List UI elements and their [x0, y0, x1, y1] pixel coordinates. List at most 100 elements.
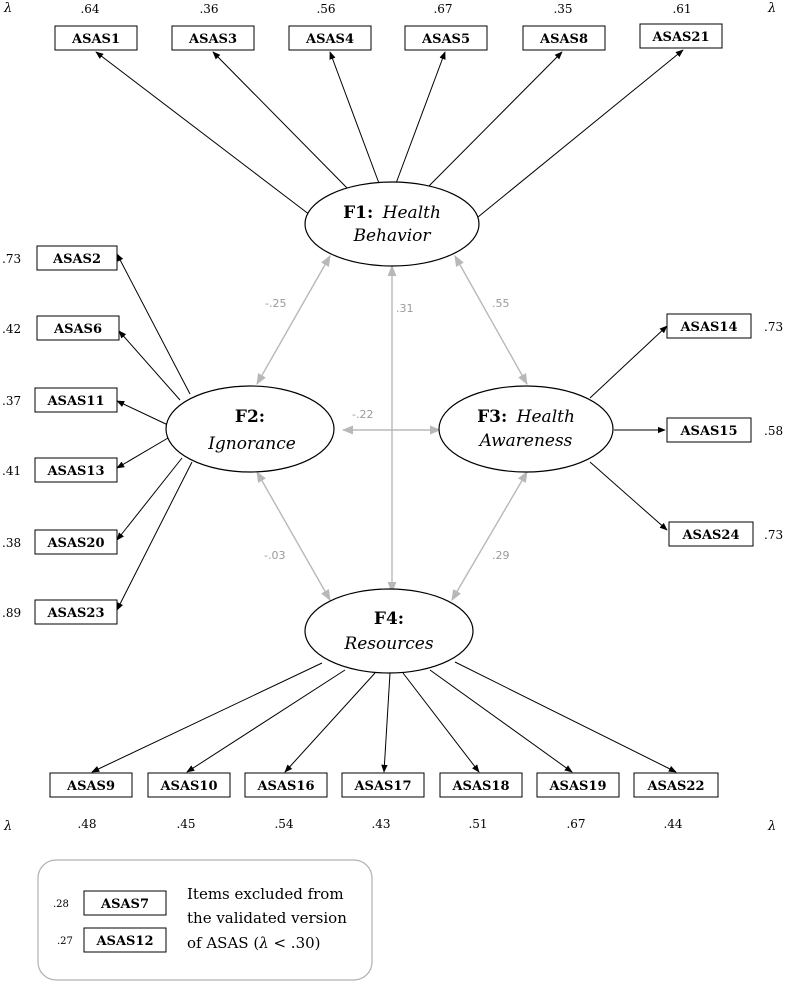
- f4-indicators: ASAS9 .48 ASAS10 .45 ASAS16 .54 ASAS17 .…: [49, 661, 719, 831]
- corr-line-f1-f2: [256, 255, 331, 385]
- item-label: ASAS18: [451, 779, 509, 794]
- svg-text:F1: Health: F1: Health: [343, 203, 441, 223]
- legend-text-line1: Items excluded from: [187, 885, 344, 903]
- f1-indicators: ASAS1 .64 ASAS3 .36 ASAS4 .56 ASAS5 .67 …: [54, 2, 723, 218]
- item-loading: .64: [80, 2, 99, 16]
- lambda-header-top-left: λ: [3, 1, 12, 16]
- f2-indicators: ASAS2 .73 ASAS6 .42 ASAS11 .37 ASAS13 .4…: [2, 245, 193, 625]
- item-box-asas10: ASAS10 .45: [147, 772, 231, 831]
- legend-item-loading: .27: [57, 936, 73, 947]
- item-box-asas22: ASAS22 .44: [633, 772, 719, 831]
- factor-f3-name-2: Awareness: [478, 431, 573, 451]
- item-loading: .44: [663, 817, 682, 831]
- factor-f4-name: Resources: [343, 634, 433, 654]
- legend-item-asas12: .27 ASAS12: [57, 927, 167, 953]
- factor-f1-name-2: Behavior: [352, 226, 431, 246]
- item-label: ASAS2: [52, 252, 101, 267]
- item-loading: .61: [672, 2, 691, 16]
- corr-f1-f2: -.25: [265, 297, 286, 310]
- item-box-asas2: ASAS2 .73: [2, 245, 118, 271]
- item-label: ASAS1: [71, 32, 120, 47]
- item-box-asas24: ASAS24 .73: [668, 521, 783, 547]
- item-loading: .36: [199, 2, 218, 16]
- item-box-asas5: ASAS5 .67: [404, 2, 488, 51]
- svg-text:of ASAS (λ < .30): of ASAS (λ < .30): [187, 934, 321, 952]
- item-loading: .54: [274, 817, 293, 831]
- item-label: ASAS17: [353, 779, 411, 794]
- item-label: ASAS21: [651, 30, 709, 45]
- item-label: ASAS5: [421, 32, 470, 47]
- svg-text:Behavior: Behavior: [352, 226, 431, 246]
- item-box-asas20: ASAS20 .38: [2, 529, 118, 555]
- item-loading: .73: [764, 320, 783, 334]
- legend-text-line3-post: < .30): [269, 934, 321, 952]
- item-label: ASAS4: [305, 32, 354, 47]
- item-loading: .67: [433, 2, 452, 16]
- svg-text:Awareness: Awareness: [478, 431, 573, 451]
- legend-item-asas7: .28 ASAS7: [53, 890, 167, 916]
- item-box-asas21: ASAS21 .61: [639, 2, 723, 49]
- factor-f4: F4: Resources: [304, 588, 474, 674]
- corr-f1-f3: .55: [492, 297, 510, 310]
- item-label: ASAS6: [53, 322, 102, 337]
- corr-line-f2-f4: [256, 471, 331, 601]
- item-label: ASAS8: [539, 32, 588, 47]
- factor-f2: F2: Ignorance: [165, 385, 335, 473]
- lambda-header-top-right: λ: [767, 1, 776, 16]
- factor-f3-number: F3:: [477, 407, 507, 427]
- item-box-asas3: ASAS3 .36: [171, 2, 255, 51]
- item-loading: .45: [176, 817, 195, 831]
- factor-f1: F1: Health Behavior: [304, 181, 480, 267]
- legend-text-line2: the validated version: [187, 909, 347, 927]
- f3-indicators: ASAS14 .73 ASAS15 .58 ASAS24 .73: [589, 313, 783, 547]
- svg-text:Resources: Resources: [343, 634, 433, 654]
- factor-f2-number: F2:: [235, 407, 265, 427]
- corr-f1-f4: .31: [396, 302, 414, 315]
- item-label: ASAS14: [679, 320, 737, 335]
- item-box-asas15: ASAS15 .58: [666, 417, 783, 443]
- legend-text-line3-pre: of ASAS (: [187, 934, 259, 952]
- item-box-asas16: ASAS16 .54: [244, 772, 328, 831]
- item-label: ASAS20: [46, 536, 104, 551]
- item-loading: .89: [2, 606, 21, 620]
- item-box-asas18: ASAS18 .51: [439, 772, 523, 831]
- legend-item-loading: .28: [53, 899, 69, 910]
- legend-text-line3-lambda: λ: [258, 934, 269, 952]
- item-loading: .38: [2, 536, 21, 550]
- item-label: ASAS11: [46, 394, 104, 409]
- svg-text:F3: Health: F3: Health: [477, 407, 575, 427]
- svg-text:F2:: F2:: [235, 407, 265, 427]
- factor-f1-number: F1:: [343, 203, 373, 223]
- item-loading: .67: [566, 817, 585, 831]
- factor-f3: F3: Health Awareness: [438, 385, 614, 473]
- item-loading: .42: [2, 322, 21, 336]
- legend-item-label: ASAS12: [95, 934, 153, 949]
- factor-f1-name-1: Health: [382, 203, 441, 223]
- item-box-asas19: ASAS19 .67: [536, 772, 620, 831]
- item-label: ASAS23: [46, 606, 104, 621]
- svg-text:F4:: F4:: [374, 609, 404, 629]
- lambda-header-bottom-left: λ: [3, 819, 12, 834]
- item-label: ASAS3: [188, 32, 237, 47]
- corr-f2-f3: -.22: [352, 408, 373, 421]
- item-box-asas14: ASAS14 .73: [666, 313, 783, 339]
- factor-f3-name-1: Health: [516, 407, 575, 427]
- item-label: ASAS10: [159, 779, 217, 794]
- item-loading: .41: [2, 464, 21, 478]
- item-box-asas6: ASAS6 .42: [2, 315, 120, 341]
- factor-f2-name: Ignorance: [207, 434, 296, 454]
- corr-f3-f4: .29: [492, 549, 510, 562]
- item-box-asas1: ASAS1 .64: [54, 2, 138, 51]
- item-box-asas9: ASAS9 .48: [49, 772, 133, 831]
- item-loading: .73: [2, 252, 21, 266]
- item-label: ASAS19: [548, 779, 606, 794]
- item-label: ASAS16: [256, 779, 314, 794]
- corr-line-f1-f3: [454, 255, 528, 385]
- legend: .28 ASAS7 .27 ASAS12 Items excluded from…: [37, 859, 373, 981]
- item-box-asas17: ASAS17 .43: [341, 772, 425, 831]
- item-label: ASAS22: [646, 779, 704, 794]
- item-loading: .58: [764, 424, 783, 438]
- item-label: ASAS15: [679, 424, 737, 439]
- item-loading: .48: [77, 817, 96, 831]
